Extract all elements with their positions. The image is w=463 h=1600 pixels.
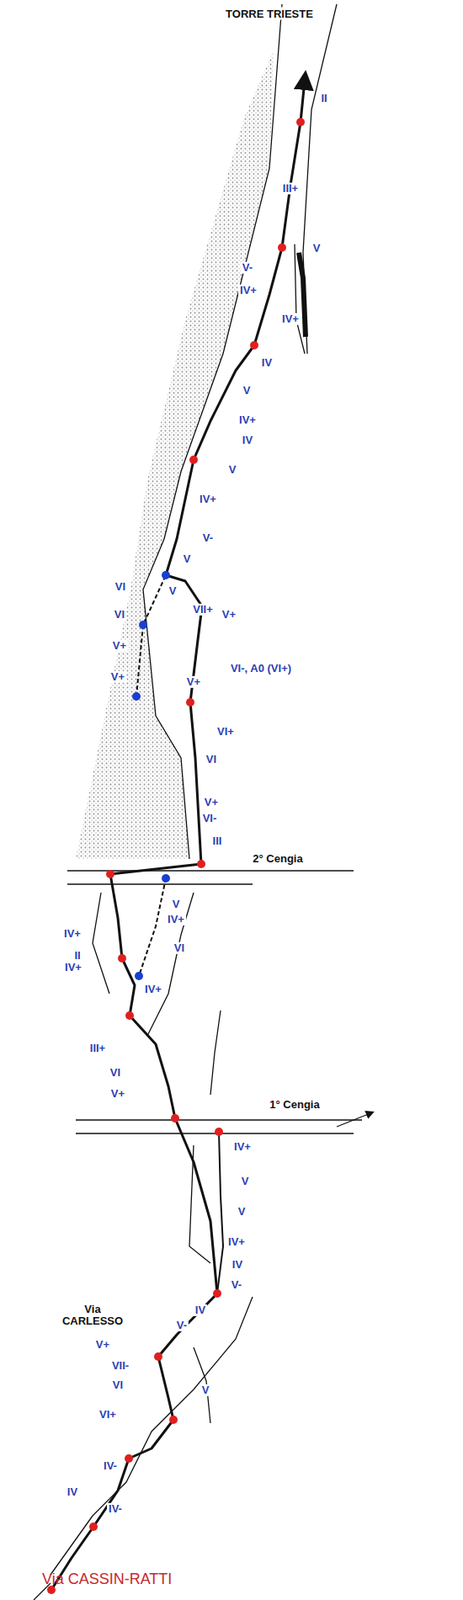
grade-label: V xyxy=(167,585,179,597)
grade-label: IV+ xyxy=(143,983,164,996)
grade-label: V- xyxy=(175,1319,189,1331)
grade-label: V+ xyxy=(220,608,238,621)
grade-label: V xyxy=(311,242,323,255)
grade-label: III xyxy=(211,835,224,847)
grade-label: IV+ xyxy=(165,913,187,926)
grade-label: VI xyxy=(113,580,128,593)
grade-label: IV+ xyxy=(232,1140,253,1153)
place-label: 1° Cengia xyxy=(267,1098,321,1111)
caption: Via CASSIN-RATTI xyxy=(42,1569,172,1588)
grade-label: V+ xyxy=(109,1087,127,1100)
place-label: Via CARLESSO xyxy=(59,1303,126,1328)
variant-station xyxy=(132,570,171,980)
grade-label: VI-, A0 (VI+) xyxy=(228,662,293,675)
grade-label: III+ xyxy=(281,182,300,195)
grade-label: II xyxy=(319,92,329,105)
grade-label: IV+ xyxy=(197,493,219,506)
grade-label: IV+ xyxy=(226,1235,247,1248)
grade-label: V+ xyxy=(185,675,203,688)
grade-label: VI- xyxy=(201,812,219,825)
grade-label: V xyxy=(239,1175,251,1187)
grade-label: IV- xyxy=(101,1459,119,1472)
grade-label: IV xyxy=(65,1485,80,1498)
grade-label: VI xyxy=(172,941,187,954)
grade-label: V xyxy=(200,1383,212,1396)
grade-label: III+ xyxy=(88,1042,107,1054)
grade-label: V xyxy=(236,1205,248,1218)
grade-label: V+ xyxy=(111,639,128,652)
grade-label: V xyxy=(241,384,253,397)
grade-label: IV+ xyxy=(63,961,84,974)
route-line xyxy=(51,79,305,1590)
variant-line xyxy=(136,574,166,976)
grade-label: IV xyxy=(240,434,255,447)
grade-label: VI+ xyxy=(97,1408,118,1421)
grade-label: IV+ xyxy=(237,414,258,426)
grade-label: V xyxy=(170,898,182,911)
grade-label: VI xyxy=(111,1378,125,1391)
belay-station xyxy=(47,117,305,1594)
grade-label: VII+ xyxy=(191,603,215,616)
grade-label: V+ xyxy=(94,1338,112,1351)
grade-label: V+ xyxy=(202,796,220,809)
grade-label: IV xyxy=(260,356,274,369)
grade-label: V xyxy=(181,553,193,565)
grade-label: VII- xyxy=(110,1359,131,1372)
title: TORRE TRIESTE xyxy=(223,7,315,21)
grade-label: IV- xyxy=(106,1502,124,1515)
grade-label: V- xyxy=(229,1278,244,1291)
grade-label: VI+ xyxy=(215,725,236,738)
grade-label: IV+ xyxy=(280,313,301,325)
ledge xyxy=(67,870,371,1134)
rock-shading xyxy=(75,50,274,859)
grade-label: II xyxy=(72,949,82,962)
grade-label: V- xyxy=(240,261,255,274)
grade-label: IV xyxy=(230,1258,245,1271)
grade-label: V- xyxy=(201,532,215,544)
grade-label: VI xyxy=(108,1066,123,1079)
place-label: 2° Cengia xyxy=(250,852,304,865)
grade-label: IV+ xyxy=(62,927,83,940)
rock-outline xyxy=(33,4,337,1600)
grade-label: V+ xyxy=(109,670,127,683)
grade-label: IV xyxy=(193,1303,208,1316)
grade-label: IV+ xyxy=(238,284,259,297)
grade-label: VI xyxy=(112,608,127,621)
grade-label: VI xyxy=(204,753,219,766)
grade-label: V xyxy=(227,463,239,476)
